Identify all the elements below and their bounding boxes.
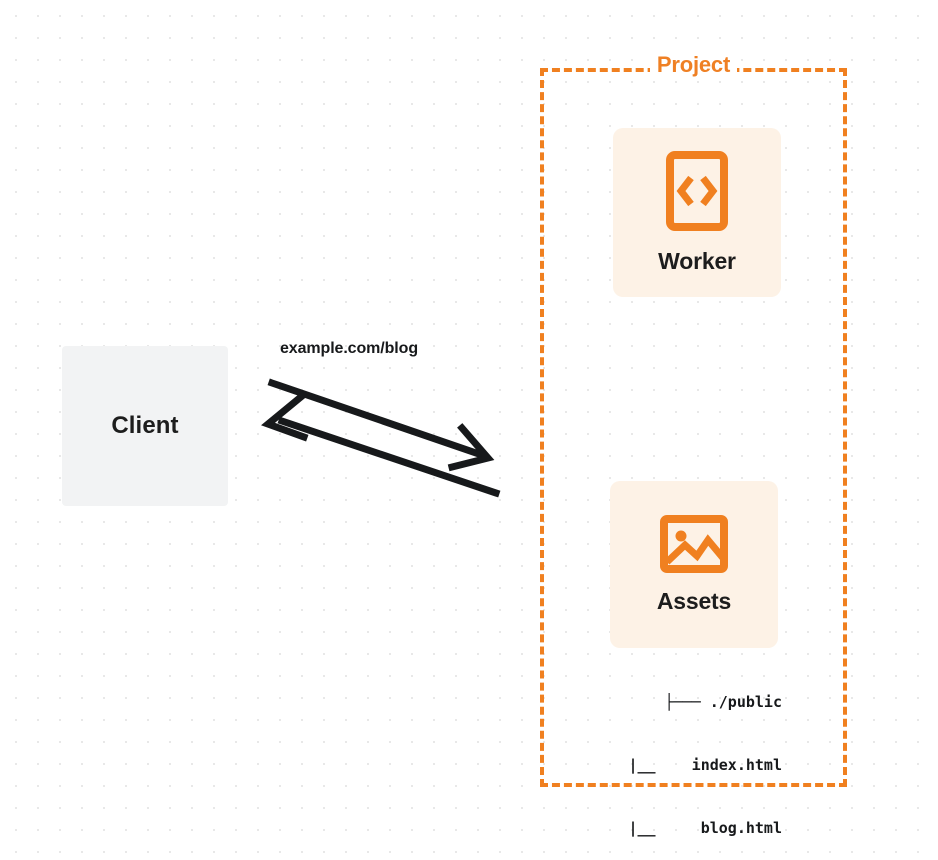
project-title: Project	[540, 52, 847, 78]
arrow-right-icon	[267, 378, 495, 472]
worker-node-label: Worker	[658, 248, 736, 274]
project-title-text: Project	[649, 52, 738, 77]
image-icon	[660, 515, 728, 573]
client-node[interactable]: Client	[62, 346, 228, 506]
request-url-label: example.com/blog	[280, 340, 418, 357]
file-tree-line: |__ blog.html	[628, 819, 782, 837]
assets-file-tree: ├─── ./public |__ index.html |__ blog.ht…	[560, 650, 782, 860]
client-node-label: Client	[111, 412, 179, 439]
arrow-left-icon	[261, 391, 501, 498]
code-brackets-icon	[666, 151, 728, 231]
file-tree-line: ├─── ./public	[664, 693, 782, 711]
assets-node-label: Assets	[656, 588, 732, 614]
assets-node[interactable]: Assets	[610, 481, 778, 648]
worker-node[interactable]: Worker	[613, 128, 781, 297]
request-response-arrows	[261, 378, 501, 498]
file-tree-line: |__ index.html	[628, 756, 782, 774]
